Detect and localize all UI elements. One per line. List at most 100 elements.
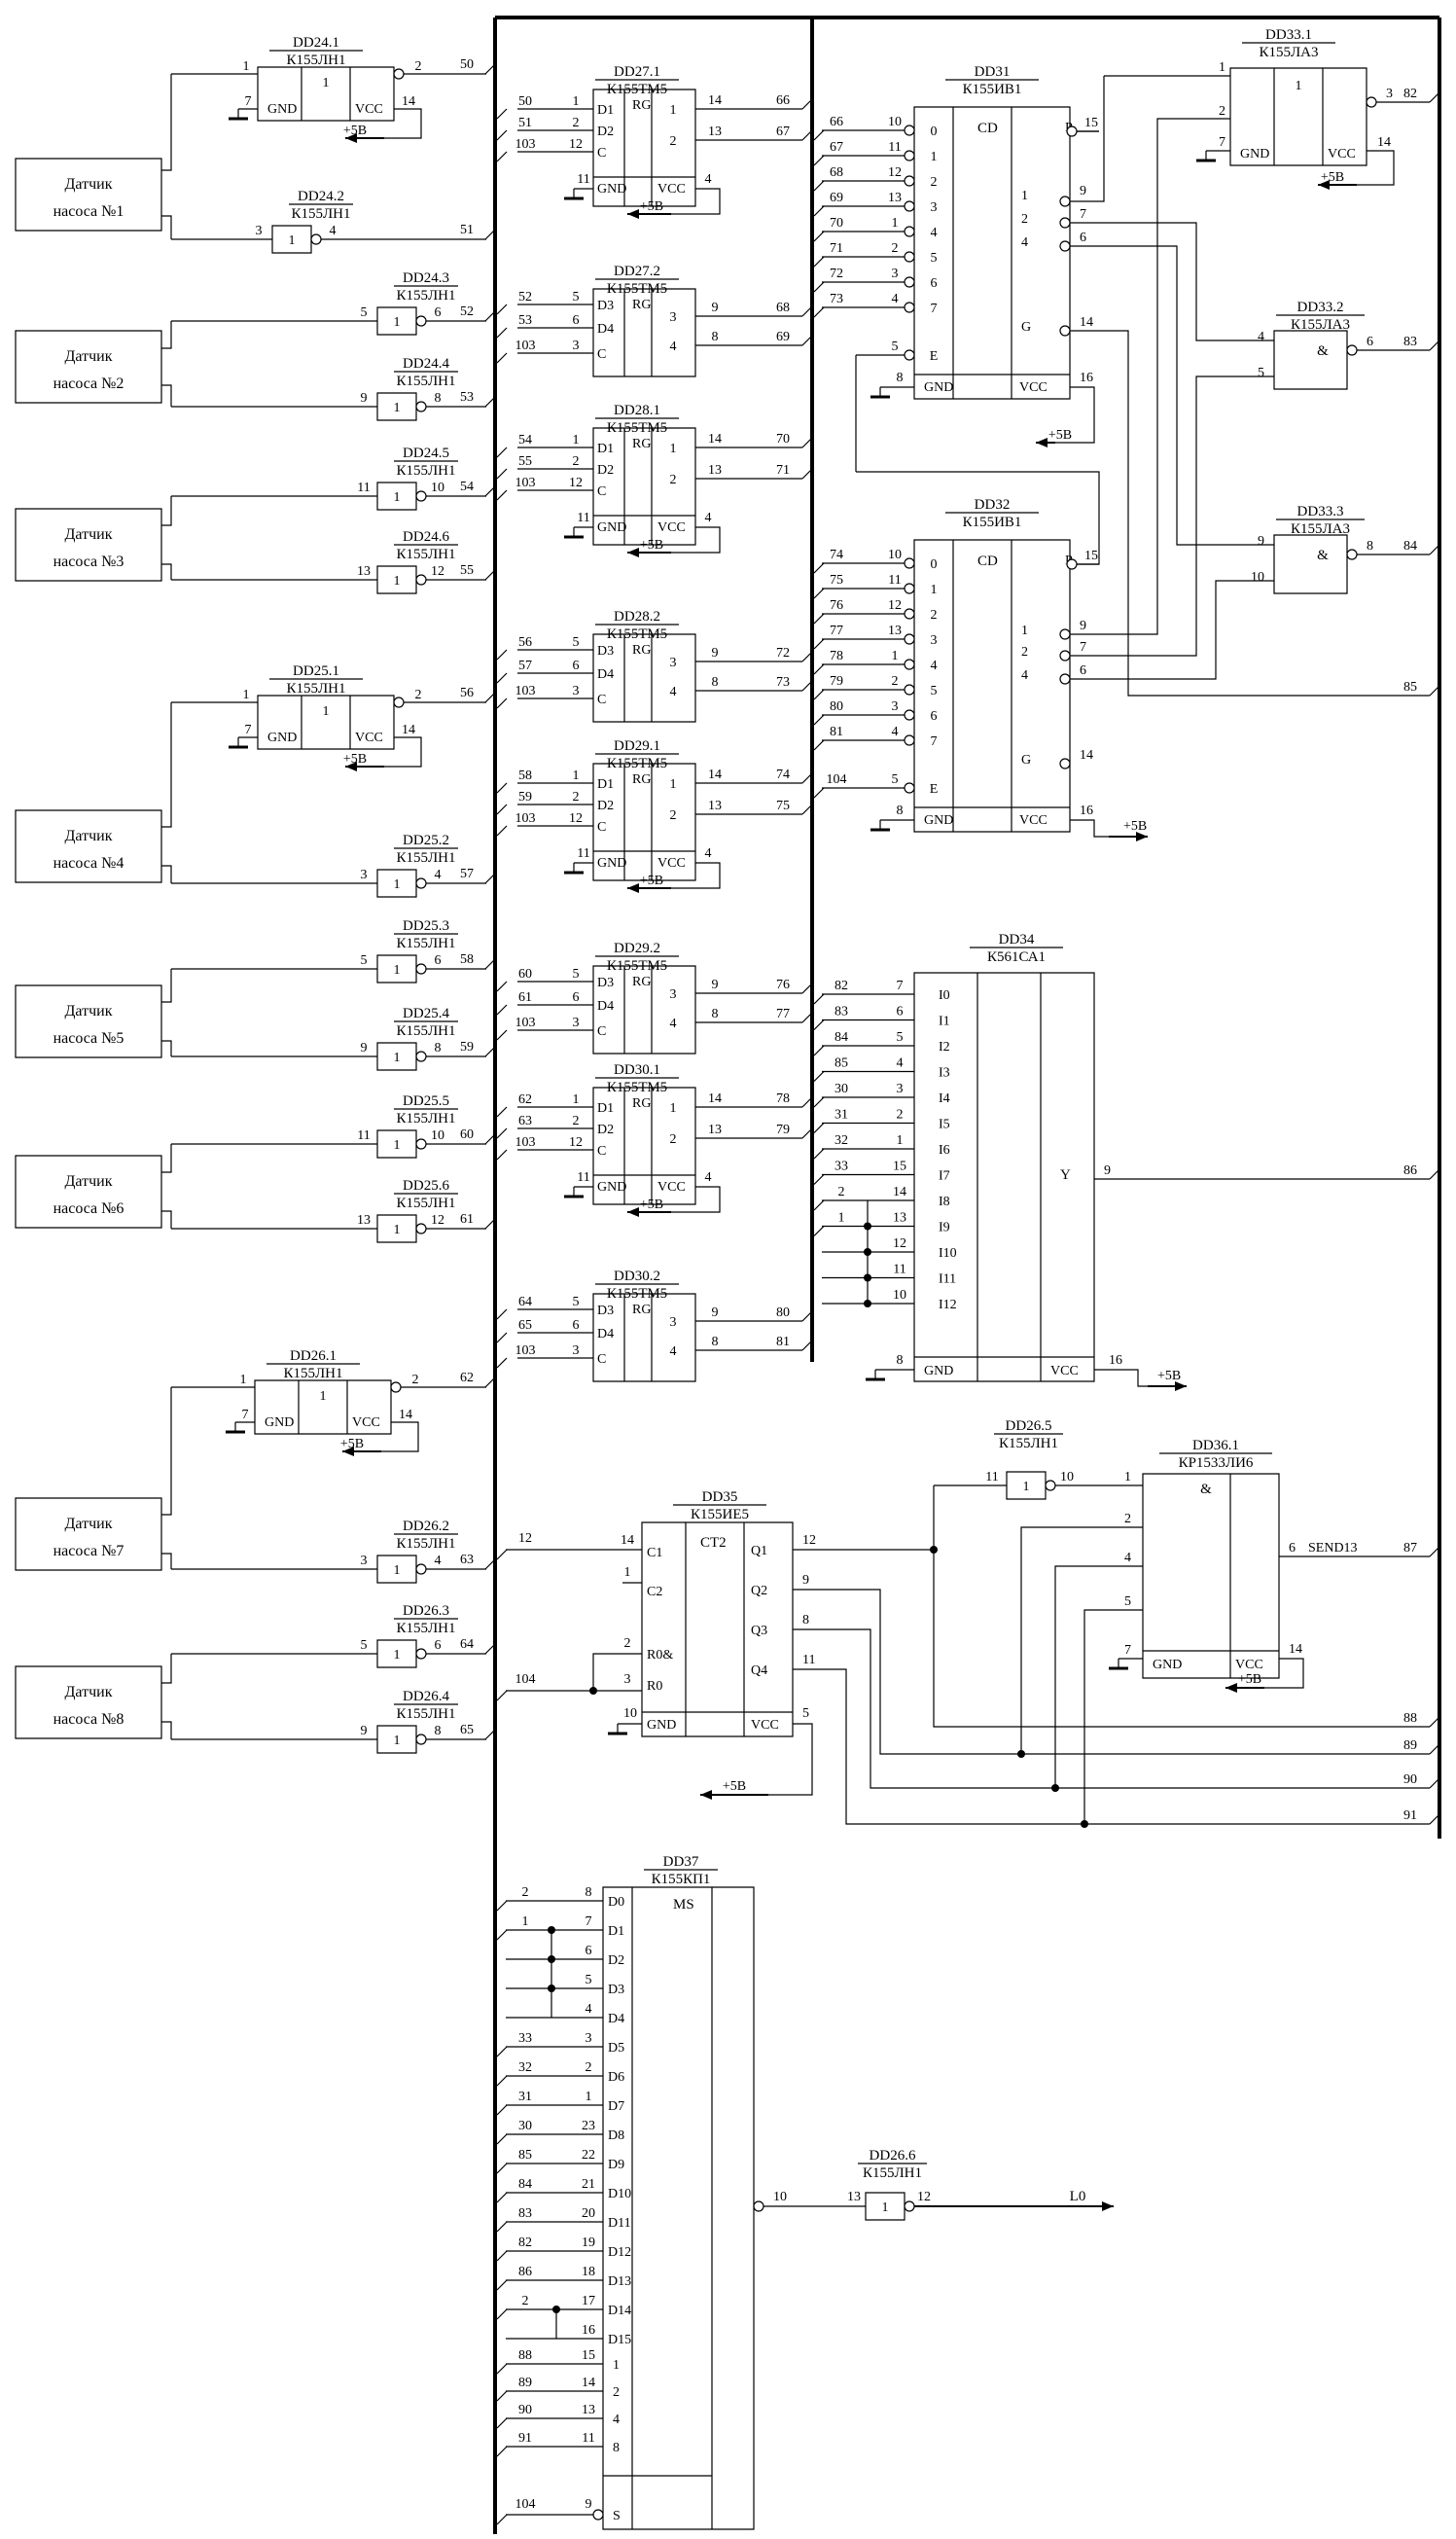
addr-name: 3 xyxy=(931,633,938,648)
mux16-chip xyxy=(603,1887,754,2529)
gate-symbol: 1 xyxy=(323,704,330,719)
d-name: D9 xyxy=(608,2158,624,2172)
net-label: 70 xyxy=(776,432,790,447)
gate-symbol: 1 xyxy=(1296,79,1302,93)
inversion-bubble xyxy=(1060,197,1070,206)
pin-num: 1 xyxy=(624,1565,631,1580)
reg-input-name: D4 xyxy=(597,667,614,682)
net-label: 66 xyxy=(830,115,843,129)
pin-num: 13 xyxy=(708,799,722,813)
inversion-bubble xyxy=(905,2201,914,2211)
inversion-bubble xyxy=(905,584,914,593)
reg-out-name: 1 xyxy=(670,1101,677,1116)
sensor-7 xyxy=(16,1498,161,1570)
reg-out-name: 3 xyxy=(670,1315,677,1330)
pin-num: 3 xyxy=(1386,87,1393,101)
bus-tick xyxy=(485,570,495,580)
gnd-label: GND xyxy=(924,1364,953,1378)
reg-input-name: C xyxy=(597,484,606,499)
gate-symbol: 1 xyxy=(394,877,401,892)
net-label: 86 xyxy=(518,2265,532,2279)
inversion-bubble xyxy=(311,234,321,244)
out-name: 1 xyxy=(1021,189,1028,203)
pin-num: 1 xyxy=(243,688,250,702)
bus-tick xyxy=(485,230,495,239)
addr-name: 1 xyxy=(931,150,938,164)
mux-in-name: I4 xyxy=(939,1091,950,1106)
pin-num: 9 xyxy=(712,646,719,661)
addr-name: 5 xyxy=(931,251,938,266)
chip-type: К155ИВ1 xyxy=(963,82,1022,97)
chip-ref: DD36.1 xyxy=(1192,1438,1239,1453)
net-label: 71 xyxy=(830,241,843,256)
pin-num: 10 xyxy=(431,481,444,495)
chip-type: К155ЛН1 xyxy=(396,1706,455,1722)
reg-out-name: 1 xyxy=(670,777,677,792)
sensor-3 xyxy=(16,509,161,581)
wire xyxy=(161,702,171,827)
reg-out-name: 2 xyxy=(670,134,677,149)
bus-tick xyxy=(497,826,507,836)
out-name: 2 xyxy=(1021,212,1028,227)
g-name: G xyxy=(1021,753,1031,768)
gnd-label: GND xyxy=(1240,147,1269,161)
arrow-head xyxy=(627,883,639,893)
wire xyxy=(161,74,171,170)
pin-num: 9 xyxy=(1104,1163,1111,1178)
pin-num: 2 xyxy=(415,59,422,74)
pin-num: 4 xyxy=(705,1170,712,1185)
bus-tick xyxy=(814,130,824,140)
net-label: 52 xyxy=(460,304,474,319)
net-label: 57 xyxy=(460,867,474,881)
output-label: L0 xyxy=(1070,2189,1086,2204)
net-label: 75 xyxy=(776,799,790,813)
pin-num: 3 xyxy=(361,1554,368,1568)
wire xyxy=(161,1387,171,1515)
bus-tick xyxy=(497,2193,507,2202)
net-label: 78 xyxy=(776,1091,790,1106)
bus-tick xyxy=(1430,1547,1439,1556)
arrow-head xyxy=(627,1207,639,1217)
y-name: Y xyxy=(1060,1167,1071,1183)
pin-num: 12 xyxy=(431,1213,444,1228)
d-name: D5 xyxy=(608,2041,624,2056)
net-label: 68 xyxy=(776,301,790,315)
rg-label: RG xyxy=(632,772,651,787)
reg-input-name: D1 xyxy=(597,103,614,118)
net-label: 58 xyxy=(460,952,474,967)
power-label: +5В xyxy=(340,1437,364,1451)
pin-num: 12 xyxy=(888,165,902,180)
reg-input-name: D4 xyxy=(597,322,614,337)
chip-type: К155ЛА3 xyxy=(1259,45,1318,60)
net-label: 2 xyxy=(838,1185,845,1199)
net-label: 103 xyxy=(515,339,536,353)
reg-out-name: 2 xyxy=(670,808,677,823)
pin-num: 11 xyxy=(893,1263,906,1277)
pin-num: 6 xyxy=(435,305,442,320)
pin-num: 5 xyxy=(573,635,580,650)
addr-name: 3 xyxy=(931,200,938,215)
mux-in-name: I5 xyxy=(939,1118,950,1132)
net-label: 66 xyxy=(776,93,790,108)
pin-num: 4 xyxy=(705,846,712,861)
sensor-label: насоса №7 xyxy=(53,1543,124,1559)
inversion-bubble xyxy=(1067,126,1077,136)
pin-num: 8 xyxy=(712,330,719,344)
and-symbol: & xyxy=(1317,548,1329,563)
net-label: 74 xyxy=(830,548,843,562)
reg-input-name: D3 xyxy=(597,976,614,990)
pin-num: 15 xyxy=(893,1160,906,1174)
chip-ref: DD26.4 xyxy=(403,1689,449,1704)
net-label: 85 xyxy=(518,2148,532,2163)
net-label: 67 xyxy=(830,140,843,155)
cd-label: CD xyxy=(977,121,998,136)
net-label: 31 xyxy=(518,2090,532,2104)
gate-symbol: 1 xyxy=(394,1223,401,1237)
pin-num: 12 xyxy=(802,1533,816,1548)
gate-symbol: 1 xyxy=(394,490,401,505)
wire xyxy=(161,216,171,239)
net-label: 74 xyxy=(776,768,790,782)
d-name: D10 xyxy=(608,2187,631,2201)
pin-num: 17 xyxy=(582,2294,595,2308)
bus-tick xyxy=(485,1644,495,1654)
